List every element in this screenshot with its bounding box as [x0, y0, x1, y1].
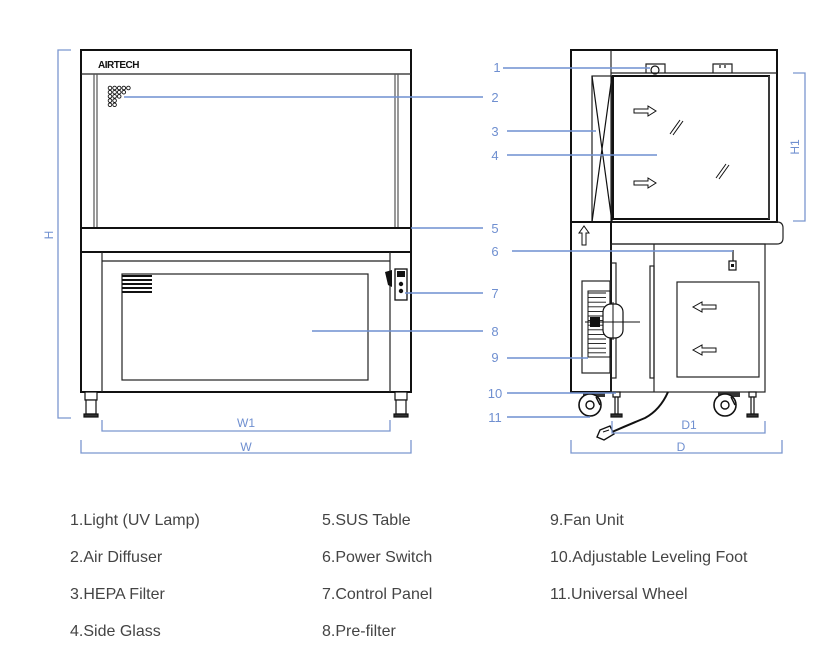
dimension-h1-label: H1 [788, 139, 802, 155]
glass-reflection-icon [669, 119, 730, 180]
side-glass [612, 75, 770, 220]
front-cabinet-top [80, 49, 412, 229]
diffuser-hole [112, 102, 117, 108]
diffuser-hole [107, 85, 113, 91]
legend-item: 11.Universal Wheel [550, 586, 688, 603]
legend-item: 6.Power Switch [322, 549, 433, 566]
front-view: AIRTECH [42, 49, 483, 454]
side-sus-table [611, 221, 784, 245]
callout-2: 2 [491, 90, 498, 105]
airflow-arrow-left-icon [691, 344, 717, 356]
hepa-filter-icon [591, 75, 613, 223]
brand-logo: AIRTECH [98, 60, 139, 71]
universal-wheel-front [578, 392, 605, 417]
power-switch-icon [728, 250, 737, 271]
callout-numbers: 1 2 3 4 5 6 7 8 9 10 11 [488, 60, 502, 425]
side-door-strip-right [649, 265, 655, 379]
pre-filter-panel [121, 273, 369, 381]
diffuser-hole [112, 98, 117, 103]
legend-item: 7.Control Panel [322, 586, 433, 603]
callout-10: 10 [488, 386, 502, 401]
callout-4: 4 [491, 148, 498, 163]
diffuser-hole [112, 94, 117, 99]
parts-legend: 1.Light (UV Lamp) 2.Air Diffuser 3.HEPA … [0, 500, 830, 668]
legend-item: 5.SUS Table [322, 512, 411, 529]
legend-item: 3.HEPA Filter [70, 586, 165, 603]
clean-bench-diagram: AIRTECH [42, 49, 806, 454]
dimension-d1-label: D1 [681, 418, 697, 432]
dimension-d [570, 440, 783, 454]
power-cord [611, 391, 669, 433]
diffuser-hole [121, 89, 127, 95]
legend-item: 10.Adjustable Leveling Foot [550, 549, 748, 566]
dimension-h [57, 49, 71, 419]
diffuser-hole [112, 89, 117, 95]
diffuser-hole [107, 98, 113, 103]
diffuser-hole [116, 94, 122, 99]
diffuser-hole [121, 85, 127, 91]
fan-unit-icon [581, 280, 640, 374]
diffuser-hole [107, 89, 113, 95]
leveling-foot-front [610, 391, 623, 418]
front-left-foot [83, 391, 99, 418]
front-cabinet-lower [80, 251, 412, 393]
dimension-w1 [101, 420, 391, 432]
callout-9: 9 [491, 350, 498, 365]
callout-6: 6 [491, 244, 498, 259]
pre-filter-grille-icon [122, 275, 152, 293]
callout-1: 1 [493, 60, 500, 75]
airflow-arrow-left-icon [691, 301, 717, 313]
dimension-h1 [793, 72, 806, 222]
airflow-arrow-up-icon [578, 225, 590, 246]
callout-8: 8 [491, 324, 498, 339]
legend-item: 1.Light (UV Lamp) [70, 512, 200, 529]
diffuser-hole [107, 94, 113, 99]
control-panel-icon [385, 268, 408, 301]
diffuser-hole [116, 85, 122, 91]
front-right-foot [393, 391, 409, 418]
callout-5: 5 [491, 221, 498, 236]
side-lower-body [610, 243, 766, 393]
side-pre-filter [676, 281, 760, 378]
diffuser-hole [107, 102, 113, 108]
legend-item: 4.Side Glass [70, 623, 161, 640]
callout-11: 11 [488, 410, 502, 425]
power-plug-icon [596, 425, 615, 441]
legend-item: 8.Pre-filter [322, 623, 396, 640]
callout-3: 3 [491, 124, 498, 139]
dimension-d-label: D [677, 440, 686, 454]
dimension-w [80, 440, 412, 454]
dimension-h-label: H [42, 231, 56, 240]
dimension-w1-label: W1 [237, 416, 255, 430]
airflow-arrow-right-icon [633, 105, 657, 117]
diffuser-hole [126, 85, 131, 91]
universal-wheel-rear [713, 392, 740, 417]
callout-7: 7 [491, 286, 498, 301]
legend-item: 9.Fan Unit [550, 512, 624, 529]
diffuser-hole [112, 85, 117, 91]
dimension-w-label: W [240, 440, 252, 454]
leveling-foot-rear [746, 391, 759, 418]
side-view: H1 D1 D [503, 49, 806, 454]
air-diffuser-icon [107, 85, 131, 108]
sus-table [80, 227, 412, 253]
airflow-arrow-right-icon [633, 177, 657, 189]
legend-item: 2.Air Diffuser [70, 549, 163, 566]
light-fitting-icon [712, 63, 733, 73]
diffuser-hole [116, 89, 122, 95]
dimension-d1 [611, 421, 766, 434]
